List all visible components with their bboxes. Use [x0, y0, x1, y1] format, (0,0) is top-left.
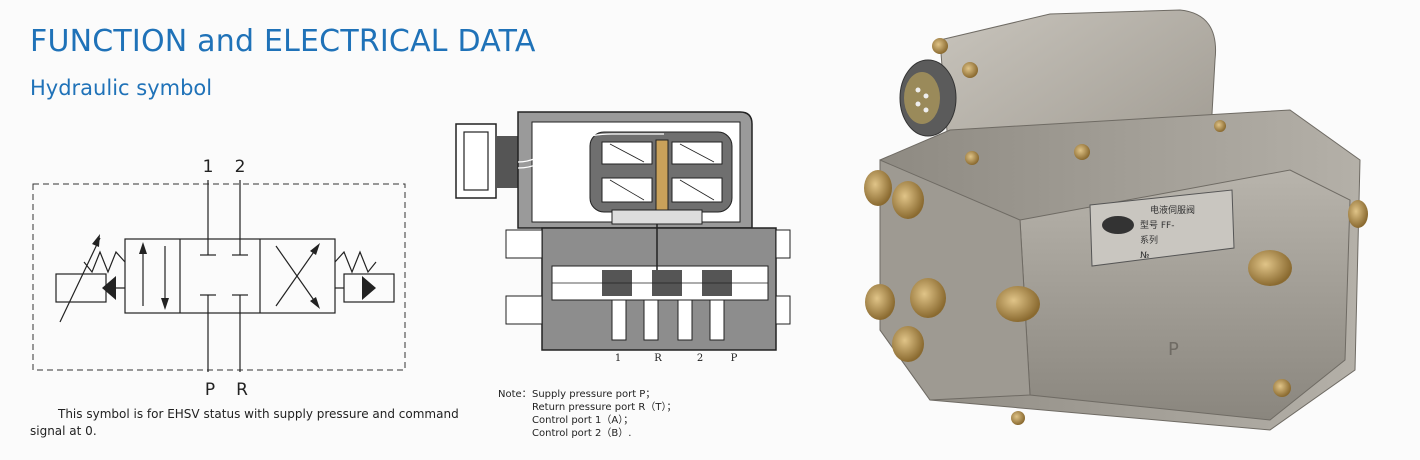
port-label-r: R	[236, 380, 248, 400]
section-subtitle: Hydraulic symbol	[30, 76, 213, 100]
brass-fittings	[864, 38, 1368, 425]
section-port-label-r: R	[654, 353, 662, 364]
note-line-4: Control port 2（B）.	[532, 428, 632, 439]
body-mark: P	[1168, 339, 1179, 360]
nameplate-row-2: 型号 FF-	[1140, 220, 1174, 231]
symbol-caption: This symbol is for EHSV status with supp…	[30, 406, 460, 440]
servo-valve-photo: 电液伺服阀 型号 FF- 系列 № P	[864, 9, 1368, 431]
port-note: Note：Supply pressure port P； Return pres…	[498, 388, 676, 440]
page-title: FUNCTION and ELECTRICAL DATA	[30, 24, 536, 59]
nameplate-row-4: №	[1140, 251, 1149, 261]
port-label-2: 2	[235, 157, 246, 177]
hydraulic-symbol-diagram: 1 2 P R	[32, 157, 406, 400]
valve-section-drawing: 1 R 2 P	[455, 111, 791, 364]
note-line-2: Return pressure port R（T）；	[532, 402, 677, 413]
section-port-label-p: P	[731, 353, 738, 364]
port-label-1: 1	[203, 157, 214, 177]
symbol-caption-text: This symbol is for EHSV status with supp…	[30, 407, 459, 438]
nameplate-row-3: 系列	[1140, 234, 1158, 246]
note-label: Note：	[498, 389, 532, 400]
nameplate-row-1: 电液伺服阀	[1150, 204, 1195, 216]
note-line-3: Control port 1（A）；	[532, 415, 634, 426]
note-line-1: Supply pressure port P；	[532, 389, 656, 400]
section-port-label-1: 1	[615, 353, 621, 364]
port-label-p: P	[205, 380, 215, 400]
section-port-label-2: 2	[697, 353, 703, 364]
